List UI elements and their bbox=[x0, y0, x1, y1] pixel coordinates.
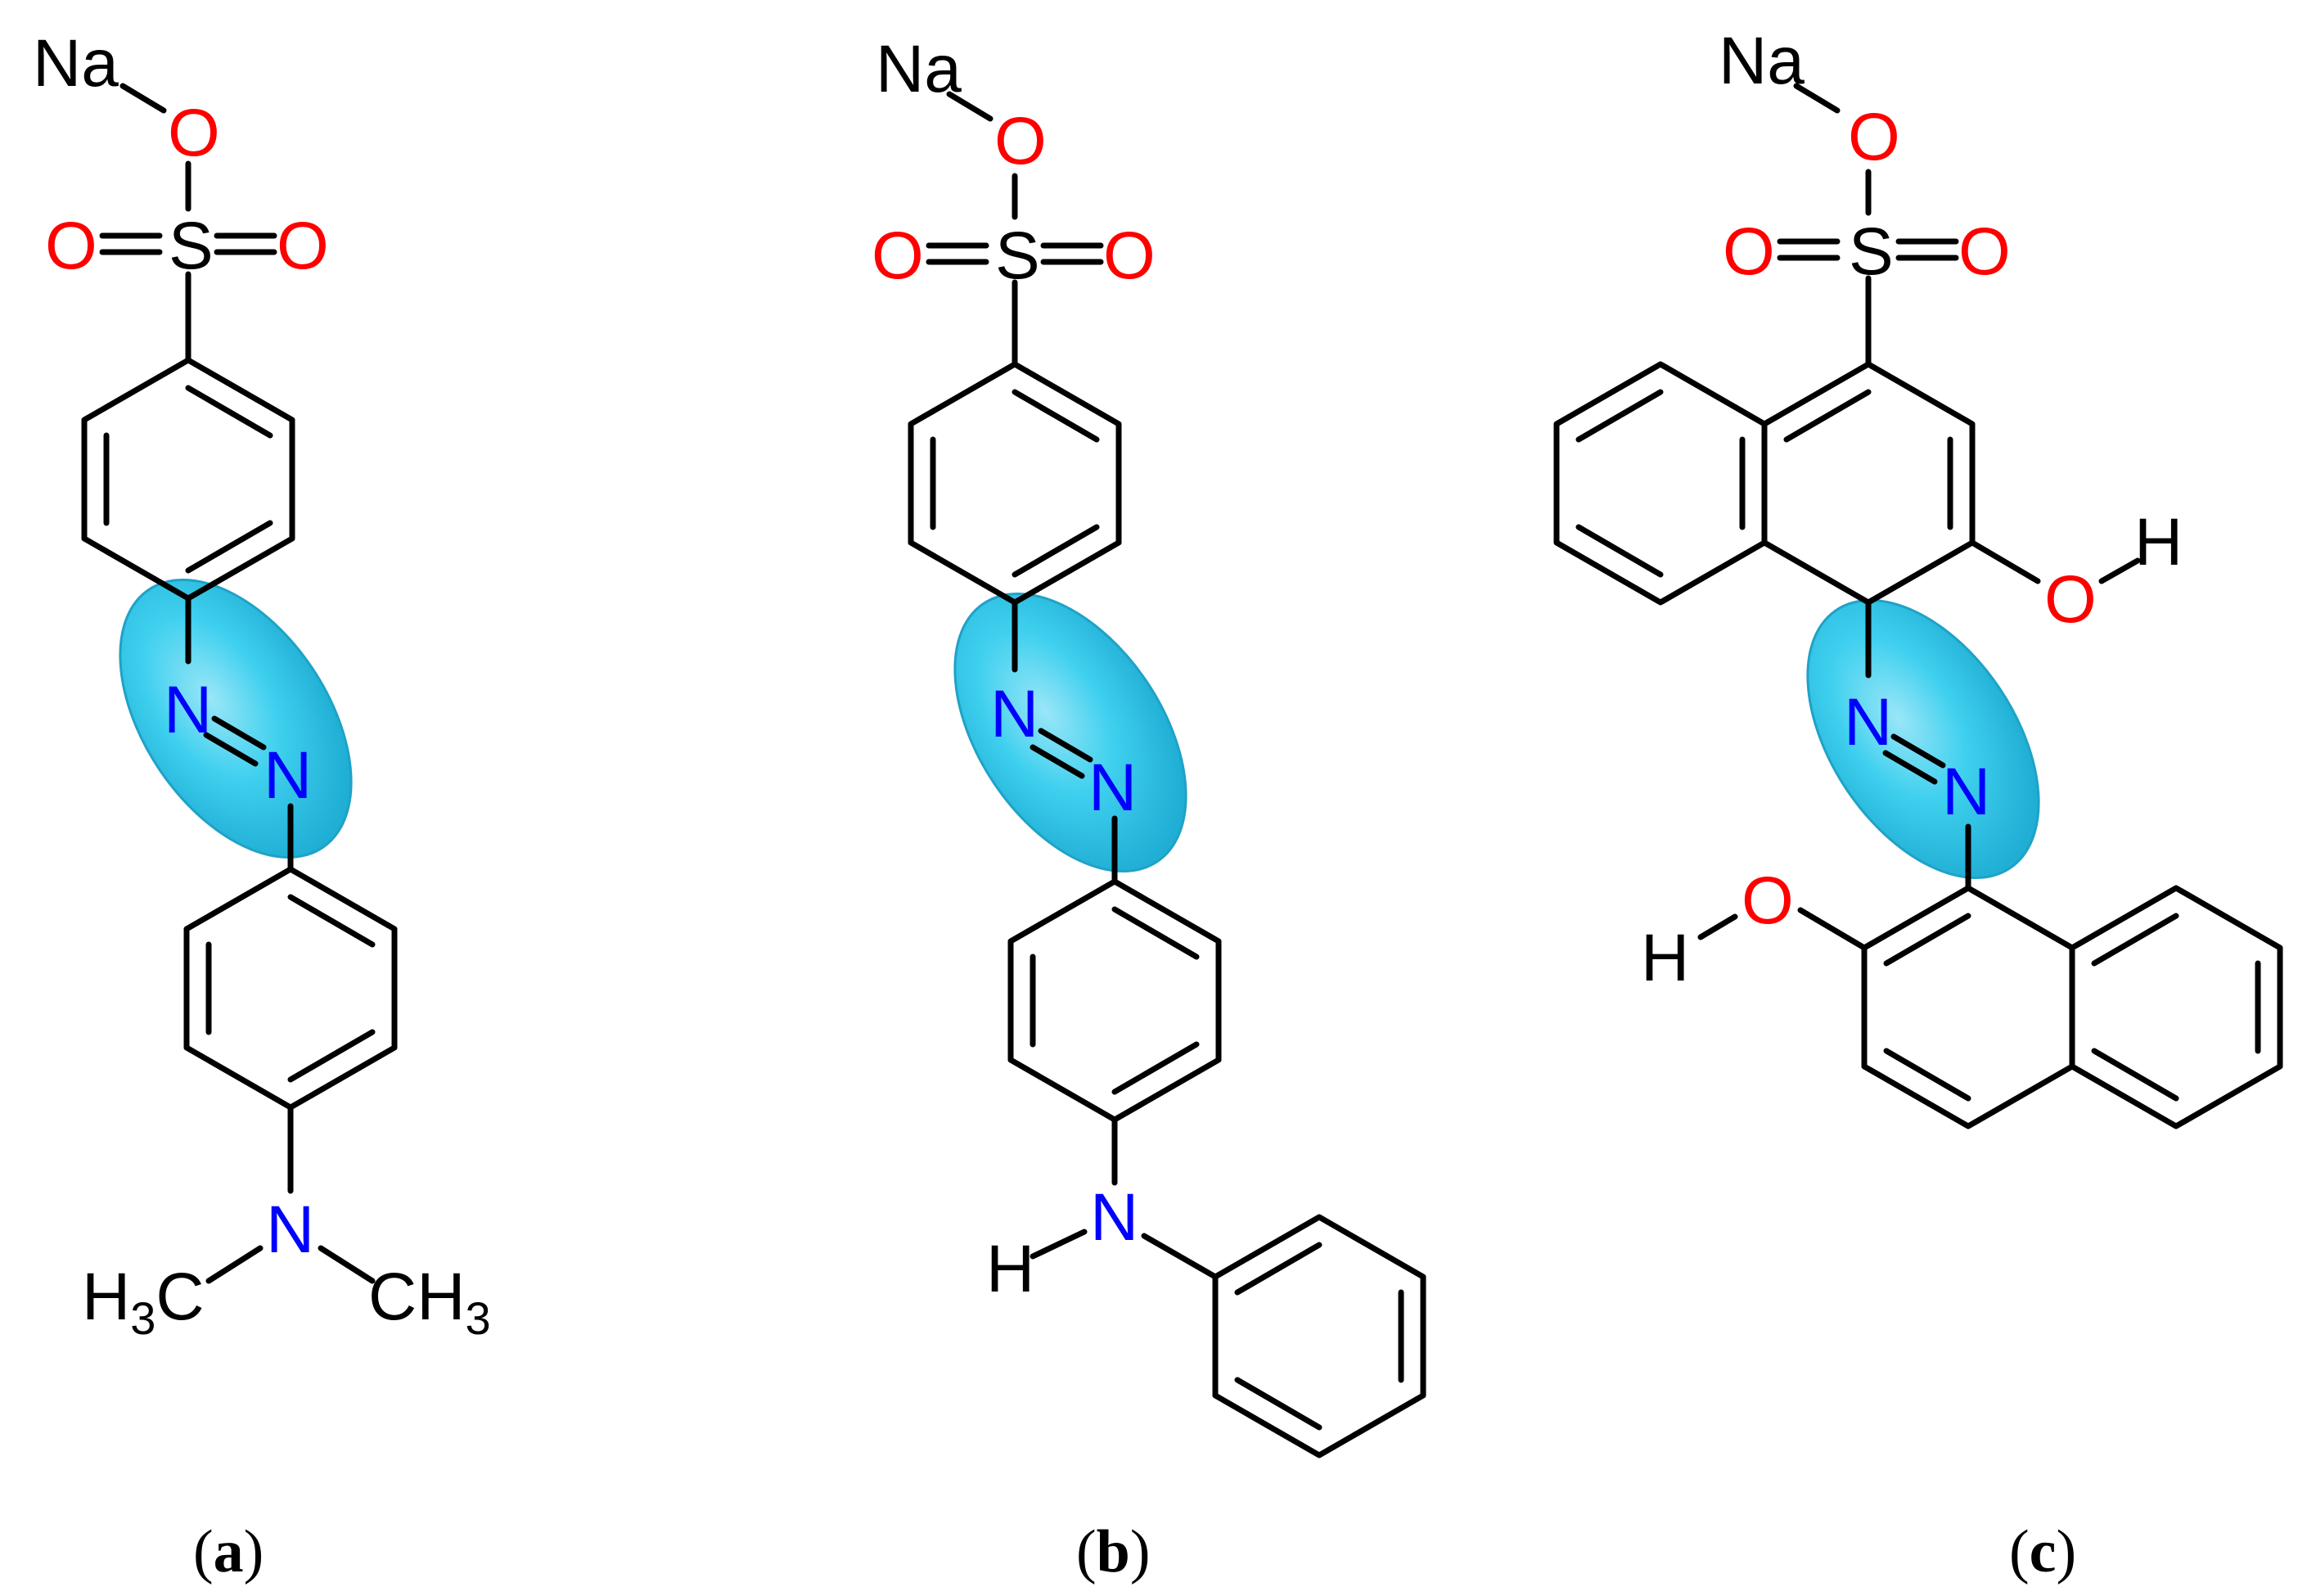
sulfur-label: S bbox=[995, 219, 1040, 293]
oxygen-right-label: O bbox=[277, 209, 329, 283]
hydroxyl-hydrogen-upper-label: H bbox=[2134, 505, 2183, 579]
sodium-label: Na bbox=[33, 26, 119, 101]
sodium-label: Na bbox=[1719, 24, 1805, 98]
oxygen-left-label: O bbox=[45, 209, 97, 283]
oxygen-left-label: O bbox=[1723, 214, 1775, 289]
oxygen-left-label: O bbox=[872, 219, 924, 293]
oxygen-link-label: O bbox=[168, 96, 220, 170]
panel-b-caption: (b) bbox=[1076, 1518, 1150, 1585]
sodium-label: Na bbox=[876, 32, 962, 106]
oxygen-right-label: O bbox=[1103, 219, 1156, 293]
panel-a-structure: Na O O S O N N N H3C CH3 bbox=[33, 26, 491, 1344]
panel-c-structure: Na O O S O O H N N O H bbox=[1553, 24, 2283, 1129]
nitrogen-upper-label: N bbox=[990, 677, 1039, 751]
panel-c-caption: (c) bbox=[2009, 1518, 2076, 1585]
sulfur-label: S bbox=[169, 209, 214, 283]
panel-a-caption: (a) bbox=[193, 1518, 264, 1585]
amine-hydrogen-label: H bbox=[986, 1232, 1034, 1306]
nitrogen-lower-label: N bbox=[1088, 751, 1137, 825]
oxygen-link-label: O bbox=[1848, 100, 1900, 174]
methyl-left-label: H3C bbox=[82, 1260, 205, 1344]
nitrogen-upper-label: N bbox=[1844, 685, 1892, 760]
hydroxyl-hydrogen-lower-label: H bbox=[1641, 921, 1689, 995]
oxygen-link-label: O bbox=[994, 104, 1047, 178]
azo-group-highlight bbox=[1806, 598, 2040, 880]
sulfur-label: S bbox=[1849, 214, 1894, 289]
nitrogen-lower-label: N bbox=[264, 738, 312, 813]
nitrogen-amine-label: N bbox=[1090, 1180, 1138, 1255]
oxygen-right-label: O bbox=[1958, 214, 2011, 289]
hydroxyl-oxygen-lower-label: O bbox=[1742, 863, 1794, 938]
panel-b-structure: Na O O S O N N N H bbox=[872, 32, 1426, 1458]
hydroxyl-oxygen-upper-label: O bbox=[2044, 562, 2097, 637]
methyl-right-label: CH3 bbox=[368, 1260, 491, 1344]
nitrogen-amine-label: N bbox=[266, 1192, 314, 1267]
nitrogen-upper-label: N bbox=[164, 673, 212, 747]
nitrogen-lower-label: N bbox=[1942, 755, 1990, 829]
azo-group-highlight bbox=[119, 578, 353, 859]
azo-group-highlight bbox=[953, 592, 1187, 873]
